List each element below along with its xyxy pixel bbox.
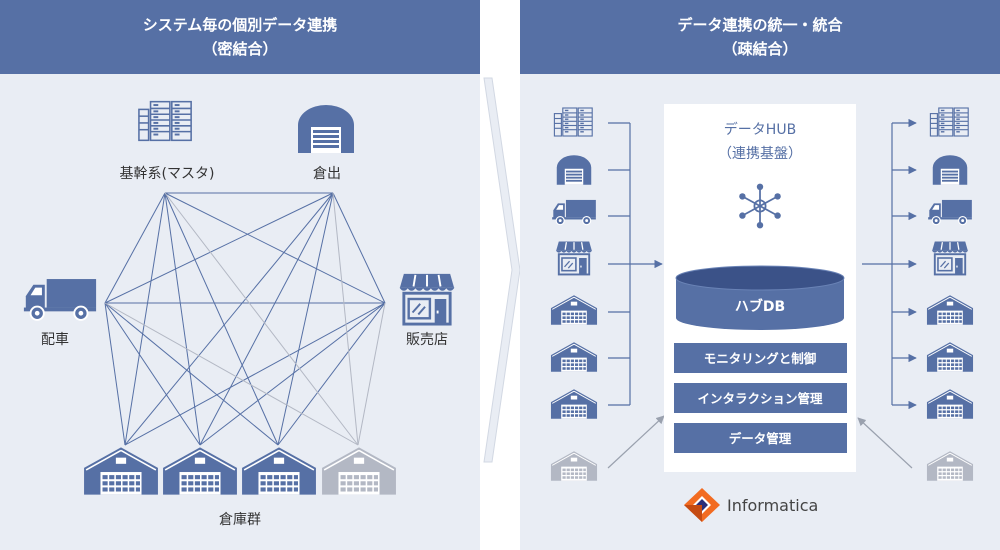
function-box-monitoring [674, 343, 847, 373]
warehouses-label: 倉庫群 [219, 511, 261, 528]
faded-target-arrow [857, 417, 913, 469]
mesh-connections-faded [104, 192, 386, 446]
source-connectors [608, 122, 663, 406]
warehouse-dome-icon [556, 155, 592, 185]
hub-db-label: ハブDB [735, 298, 785, 315]
left-panel-bg [0, 0, 480, 550]
right-panel: データ連携の統一・統合 （疎結合） データHUB [520, 0, 1000, 550]
dispatch-label: 配車 [41, 331, 69, 348]
left-panel: システム毎の個別データ連携 （密結合） [0, 0, 480, 550]
informatica-logo: Informatica [684, 488, 818, 522]
left-panel-header [0, 0, 480, 74]
mesh-connections [104, 192, 386, 446]
right-panel-header [520, 0, 1000, 74]
function-box-data [674, 423, 847, 453]
function-label: データ管理 [729, 431, 792, 446]
warehouse-dome-icon [298, 105, 354, 153]
faded-source-arrow [607, 415, 665, 469]
left-title-line2: （密結合） [202, 40, 277, 58]
function-label: インタラクション管理 [697, 391, 823, 406]
core-system-label: 基幹系(マスタ) [120, 165, 215, 182]
outbound-label: 倉出 [313, 166, 341, 182]
hub-title-line1: データHUB [724, 121, 796, 138]
target-connectors [862, 118, 917, 410]
left-title-line1: システム毎の個別データ連携 [143, 16, 338, 34]
hub-database: ハブDB [675, 265, 845, 330]
informatica-logo-icon [684, 488, 720, 522]
hub-title-line2: （連携基盤） [718, 145, 802, 162]
chevron-separator-icon [483, 77, 521, 463]
store-label: 販売店 [406, 332, 448, 348]
warehouse-dome-icon [932, 155, 968, 185]
function-label: モニタリングと制御 [704, 351, 817, 366]
right-title-line2: （疎結合） [722, 40, 797, 58]
brand-name: Informatica [727, 496, 818, 515]
right-title-line1: データ連携の統一・統合 [677, 16, 843, 34]
function-box-interaction [674, 383, 847, 413]
